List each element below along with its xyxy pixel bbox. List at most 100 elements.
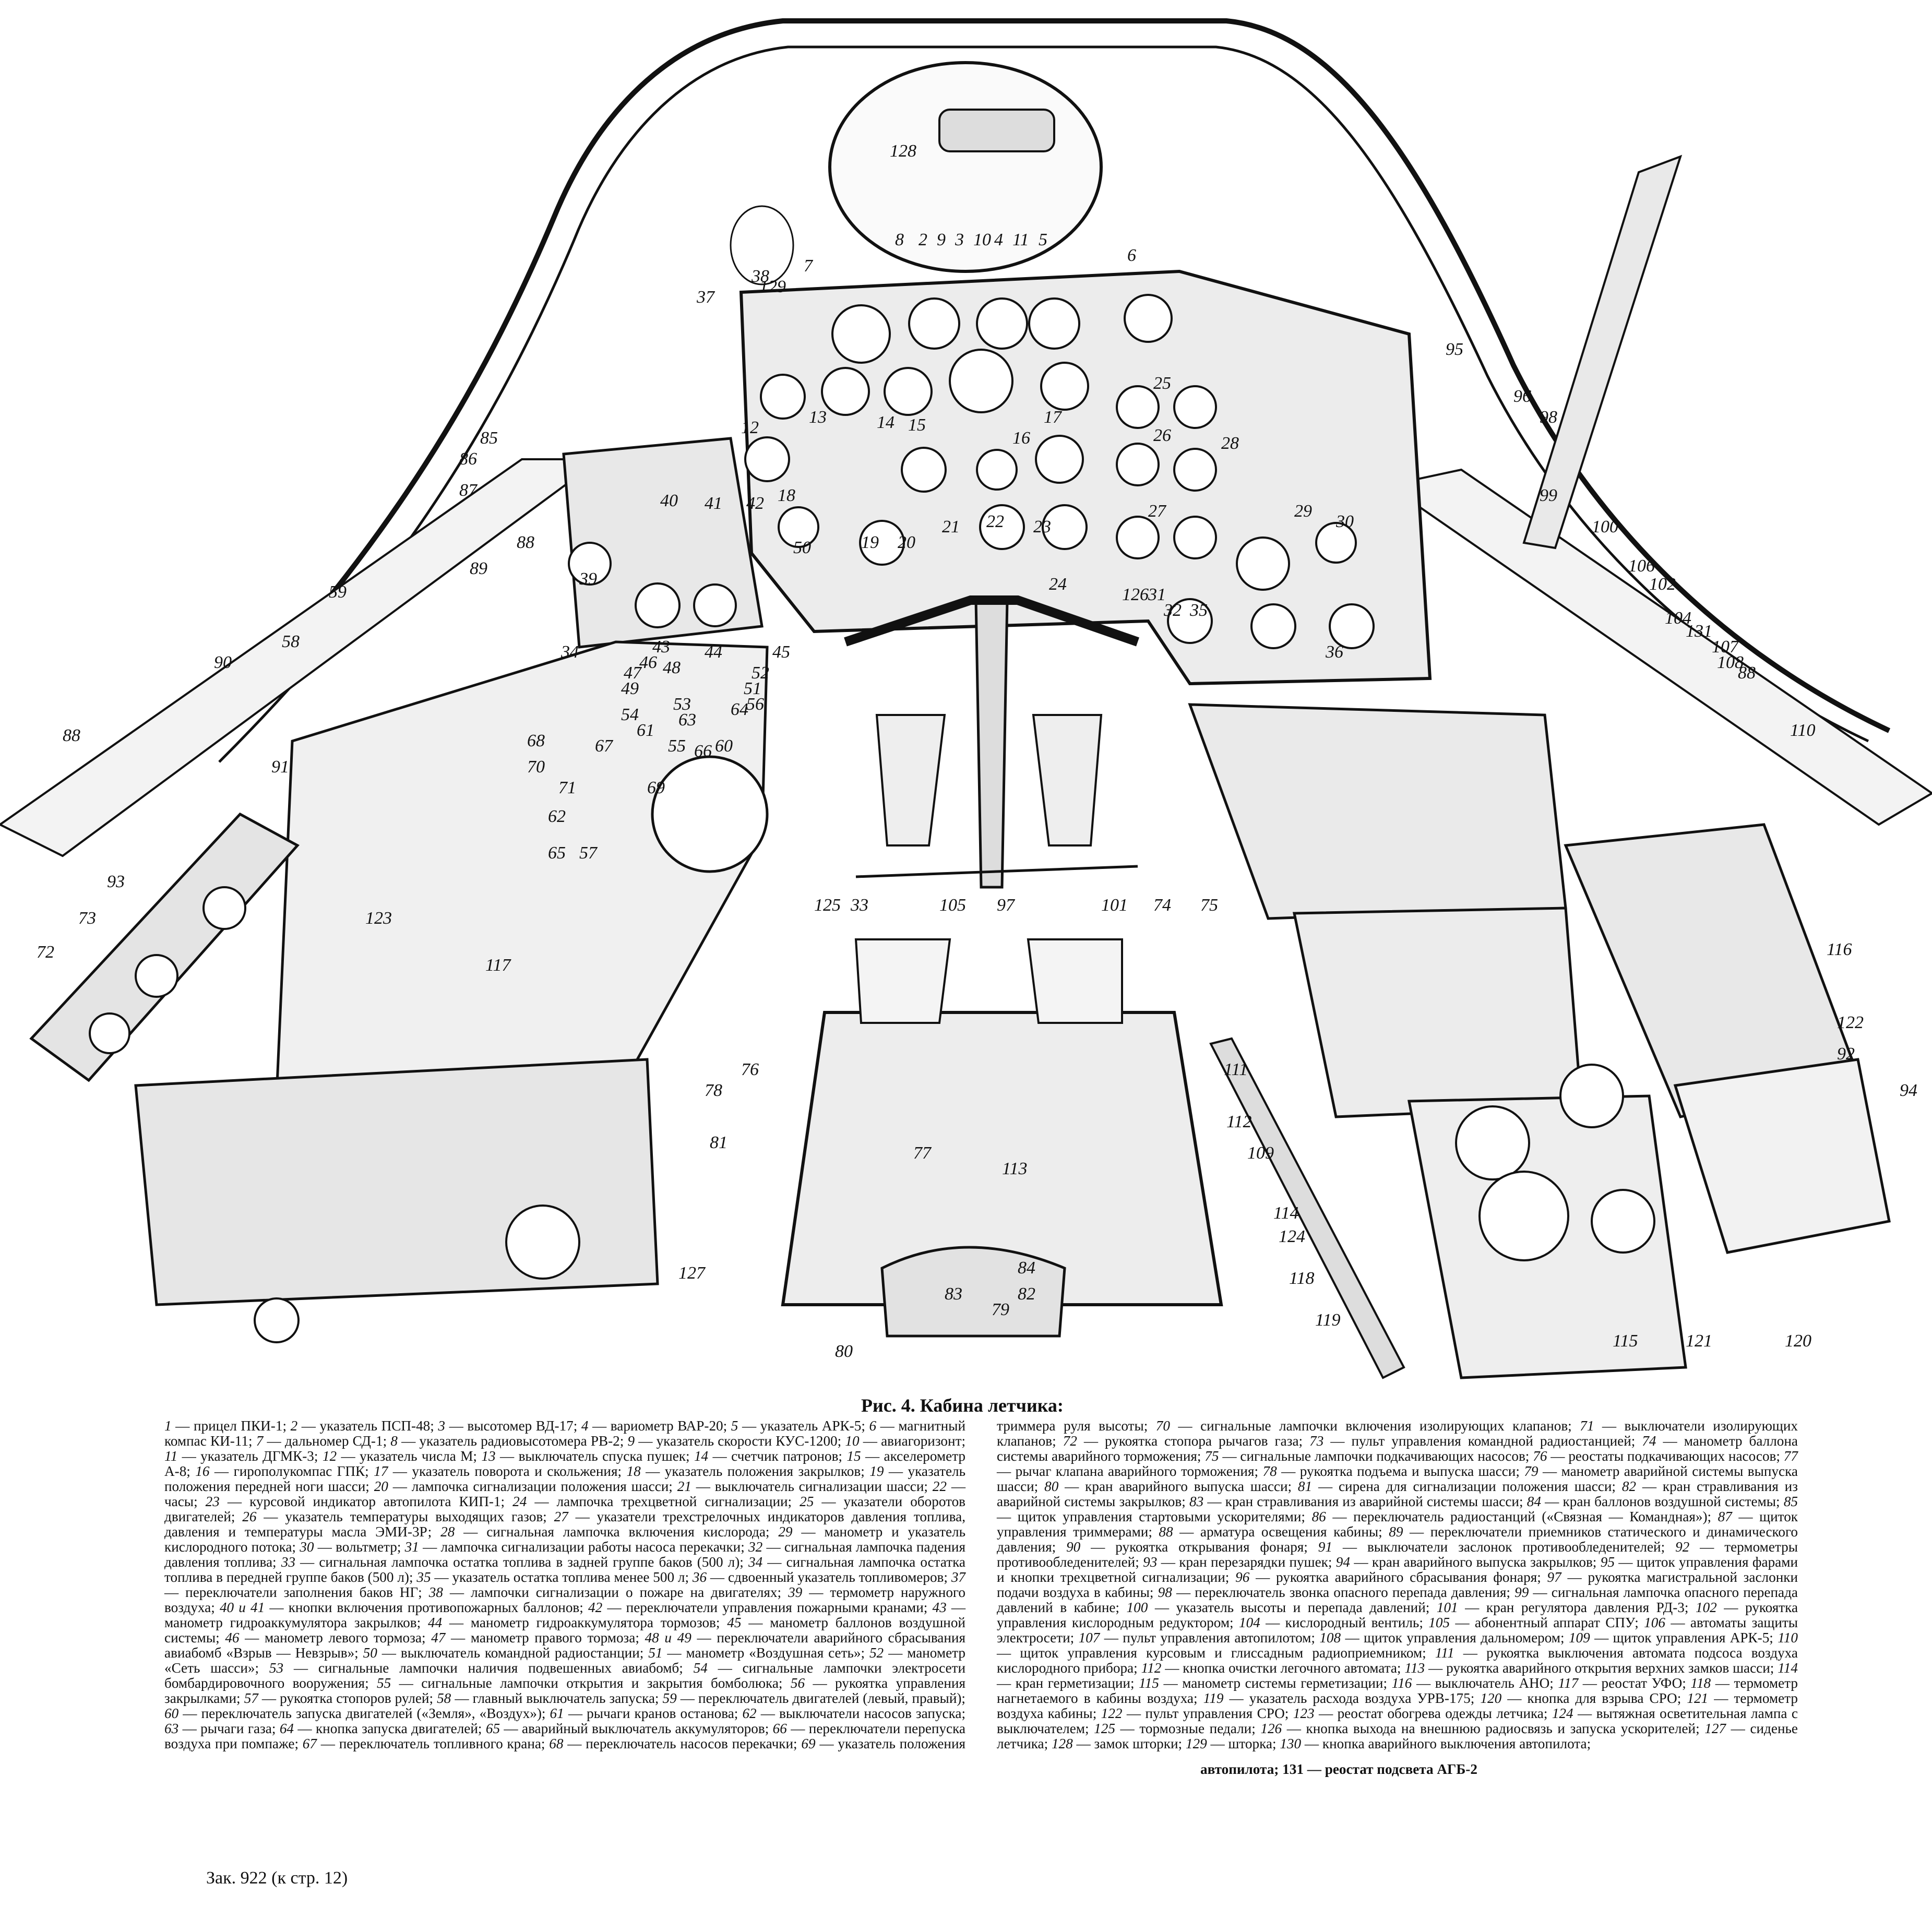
- legend-item-number: 3: [438, 1418, 445, 1434]
- legend-item-text: — указатель поворота и скольжения;: [388, 1463, 627, 1479]
- legend-item-number: 31: [404, 1539, 419, 1555]
- legend-item-number: 29: [778, 1524, 793, 1540]
- legend-item-text: — кран регулятора давления РД-3;: [1458, 1600, 1696, 1615]
- legend-item-text: — часы;: [164, 1478, 966, 1509]
- legend-item-text: — высотомер ВД-17;: [445, 1418, 581, 1434]
- legend-item: 56 — рукоятка управления закрылками;: [164, 1675, 965, 1706]
- callout-number: 67: [595, 736, 614, 756]
- legend-item-text: — рукоятка аварийного открытия верхних з…: [1425, 1660, 1778, 1676]
- legend-item-text: — тормозные педали;: [1115, 1721, 1261, 1736]
- legend-item-number: 126: [1260, 1721, 1282, 1736]
- legend-item-number: 72: [1063, 1433, 1077, 1449]
- legend-item: 85 — щиток управления стартовыми ускорит…: [997, 1494, 1798, 1524]
- legend-item-number: 100: [1126, 1600, 1148, 1615]
- callout-number: 118: [1289, 1269, 1314, 1288]
- legend-item-number: 85: [1783, 1494, 1798, 1509]
- legend-item-text: — арматура освещения кабины;: [1173, 1524, 1389, 1540]
- callout-number: 6: [1127, 246, 1136, 265]
- legend-item-number: 8: [390, 1433, 398, 1449]
- callout-number: 16: [1012, 428, 1030, 448]
- legend-item-text: — выключатели насосов запуска;: [756, 1706, 965, 1721]
- legend-item-number: 47: [431, 1630, 446, 1645]
- legend-item-number: 63: [164, 1721, 179, 1736]
- legend-item-text: — прицел ПКИ-1;: [171, 1418, 291, 1434]
- callout-number: 51: [744, 679, 761, 698]
- legend-item: 61 — рычаги кранов останова;: [550, 1706, 743, 1721]
- legend-item-text: — выключатели заслонок противообледените…: [1332, 1539, 1676, 1555]
- legend-item: 30 — вольтметр;: [300, 1539, 404, 1555]
- callout-number: 74: [1153, 896, 1171, 915]
- callout-number: 88: [517, 533, 534, 552]
- legend-item-text: — щиток управления курсовым и глиссадным…: [997, 1645, 1435, 1661]
- legend-item-text: — кран перезарядки пушек;: [1157, 1554, 1336, 1570]
- legend-item-text: — переключатель звонка опасного перепада…: [1172, 1584, 1515, 1600]
- callout-number: 10: [973, 230, 991, 249]
- legend-item-text: — главный выключатель запуска;: [451, 1690, 663, 1706]
- callout-number: 112: [1226, 1112, 1251, 1131]
- legend-item-text: — кран стравливания из аварийной системы…: [1203, 1494, 1527, 1509]
- legend-item-text: — абонентный аппарат СПУ;: [1450, 1615, 1644, 1630]
- callout-number: 28: [1221, 434, 1239, 453]
- callout-number: 21: [942, 517, 960, 536]
- legend-item-text: — шторка;: [1207, 1736, 1280, 1751]
- callout-number: 85: [480, 428, 498, 448]
- legend-item-text: — щиток управления триммерами;: [997, 1509, 1798, 1540]
- legend-item-number: 110: [1778, 1630, 1798, 1645]
- legend-item: 122 — пульт управления СРО;: [1101, 1706, 1293, 1721]
- legend-item-number: 59: [662, 1690, 677, 1706]
- legend-item-number: 108: [1319, 1630, 1341, 1645]
- legend-item-number: 101: [1436, 1600, 1458, 1615]
- legend-item-text: — переключатель насосов перекачки;: [563, 1736, 802, 1751]
- legend-item-text: — выключатель спуска пушек;: [495, 1448, 694, 1464]
- callout-number: 81: [710, 1133, 728, 1152]
- callout-number: 73: [78, 909, 96, 928]
- callout-number: 71: [558, 778, 576, 797]
- legend-item: 84 — кран баллонов воздушной системы;: [1527, 1494, 1784, 1509]
- legend-item-text: — термометр наружного воздуха;: [164, 1584, 966, 1615]
- callout-number: 9: [937, 230, 946, 249]
- legend-item: 129 — шторка;: [1186, 1736, 1280, 1751]
- legend-item-text: — переключатель запуска двигателей («Зем…: [178, 1706, 550, 1721]
- legend-item-text: — указатель температуры выходящих газов;: [256, 1509, 554, 1524]
- callout-number: 37: [696, 288, 715, 307]
- legend-item: 91 — выключатели заслонок противообледен…: [1318, 1539, 1675, 1555]
- legend-item: 95 — щиток управления фарами и кнопки тр…: [997, 1554, 1798, 1585]
- callout-number: 56: [746, 695, 764, 714]
- legend-item: 98 — переключатель звонка опасного переп…: [1158, 1584, 1514, 1600]
- legend-item-number: 121: [1687, 1690, 1709, 1706]
- legend-item-text: — указатель ПСП-48;: [297, 1418, 438, 1434]
- legend-item-text: — рукоятка управления кислородным редукт…: [997, 1600, 1798, 1630]
- legend-item: 121 — термометр воздуха кабины;: [997, 1690, 1798, 1721]
- legend-item: 114 — кран герметизации;: [997, 1660, 1798, 1691]
- legend-item: 90 — рукоятка открывания фонаря;: [1066, 1539, 1318, 1555]
- callout-number: 125: [814, 896, 841, 915]
- legend-item-number: 37: [951, 1569, 965, 1585]
- callout-number: 20: [898, 533, 915, 552]
- legend-item-number: 44: [427, 1615, 443, 1630]
- legend-item-number: 128: [1051, 1736, 1073, 1751]
- legend-item-number: 14: [694, 1448, 709, 1464]
- legend-item-text: — аварийный выключатель аккумуляторов;: [500, 1721, 773, 1736]
- legend-item: 108 — щиток управления дальномером;: [1319, 1630, 1569, 1645]
- legend-item: 67 — переключатель топливного крана;: [303, 1736, 550, 1751]
- callout-number: 14: [877, 413, 895, 432]
- figure-caption: Рис. 4. Кабина летчика:: [861, 1395, 1064, 1416]
- legend-item-number: 60: [164, 1706, 179, 1721]
- legend-item-number: 11: [164, 1448, 178, 1464]
- legend-item: 37 — переключатели заполнения баков НГ;: [164, 1569, 965, 1600]
- callout-number: 127: [678, 1263, 706, 1283]
- legend-item: 52 — манометр «Сеть шасси»;: [164, 1645, 965, 1676]
- callout-number: 55: [668, 736, 686, 756]
- legend-item: 8 — указатель радиовысотомера РВ-2;: [390, 1433, 627, 1449]
- callout-number: 40: [660, 491, 678, 510]
- legend-item-number: 52: [869, 1645, 884, 1661]
- legend-item-number: 130: [1280, 1736, 1302, 1751]
- callout-number: 131: [1686, 622, 1712, 641]
- legend-item-text: — рычаги газа;: [178, 1721, 280, 1736]
- legend-item: 10 — авиагоризонт;: [845, 1433, 965, 1449]
- callout-number: 121: [1686, 1331, 1712, 1351]
- legend-item: 29 — манометр и указатель кислородного п…: [164, 1524, 965, 1555]
- legend-item-number: 74: [1642, 1433, 1656, 1449]
- legend-item: 102 — рукоятка управления кислородным ре…: [997, 1600, 1798, 1630]
- legend-item-text: — кнопки включения противопожарных балло…: [265, 1600, 588, 1615]
